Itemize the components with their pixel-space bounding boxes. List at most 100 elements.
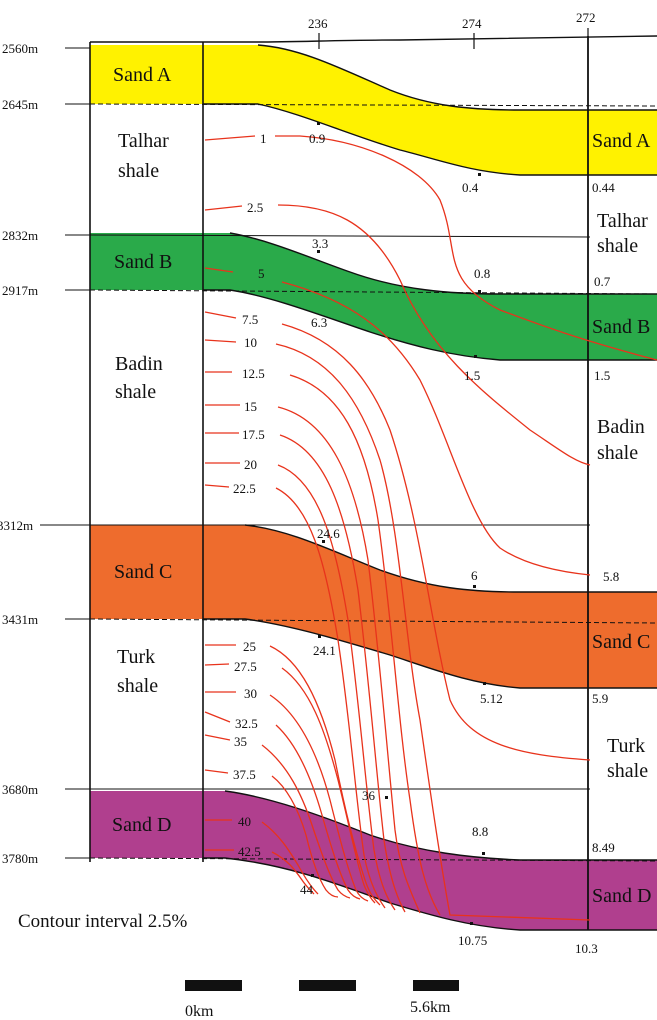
- contour-17-5: [205, 432, 406, 913]
- contour-label-1: 1: [260, 131, 267, 146]
- unit-label-turk-left-2: shale: [117, 675, 158, 697]
- horizon-top-curve: [256, 35, 657, 43]
- horizon-lines: [89, 35, 657, 931]
- contour-7-5: [204, 311, 591, 761]
- unit-label-badin-left-2: shale: [115, 381, 156, 403]
- value-272-3: 5.8: [603, 569, 619, 584]
- unit-label-turk-right-2: shale: [607, 760, 648, 782]
- scale-bar-start-label: 0km: [185, 1003, 214, 1020]
- unit-label-sand-b-left: Sand B: [114, 251, 172, 273]
- depth-label-3312: 3312m: [0, 518, 33, 533]
- well-272-values: 0.44 0.7 1.5 5.8 5.9 8.49 10.3: [575, 180, 619, 956]
- contour-label-30: 30: [244, 686, 257, 701]
- contour-label-2-5: 2.5: [247, 200, 263, 215]
- contour-1: [204, 135, 657, 361]
- contour-label-7-5: 7.5: [242, 312, 258, 327]
- contour-42-5: [205, 849, 315, 895]
- contour-lines: [204, 135, 657, 921]
- contour-label-17-5: 17.5: [242, 427, 265, 442]
- sand-a-base: [203, 103, 657, 176]
- unit-label-turk-right-1: Turk: [607, 735, 645, 757]
- unit-label-sand-d-left: Sand D: [112, 814, 171, 836]
- well-236-values: 0.9 3.3 6.3 24.6 24.1 36 44: [300, 131, 376, 897]
- contour-32-5: [204, 711, 361, 900]
- value-274-0: 0.4: [462, 180, 479, 195]
- depth-label-2917: 2917m: [2, 283, 38, 298]
- depth-labels: 2560m 2645m 2832m 2917m 3312m 3431m 3680…: [0, 41, 38, 866]
- depth-label-3780: 3780m: [2, 851, 38, 866]
- well-labels: 236 274 272: [308, 10, 596, 31]
- datum-3431: [89, 618, 657, 624]
- value-272-4: 5.9: [592, 691, 608, 706]
- contour-35: [204, 734, 351, 899]
- contour-20: [205, 462, 396, 911]
- contour-label-40: 40: [238, 814, 251, 829]
- value-236-5: 36: [362, 788, 376, 803]
- contour-40: [205, 819, 319, 895]
- contour-label-27-5: 27.5: [234, 659, 257, 674]
- contour-2-5: [204, 204, 591, 466]
- well-274-values: 0.4 0.8 1.5 6 5.12 8.8 10.75: [458, 180, 503, 948]
- unit-labels-right: Sand A Talhar shale Sand B Badin shale S…: [592, 130, 651, 907]
- value-236-1: 3.3: [312, 236, 328, 251]
- unit-label-sand-b-right: Sand B: [592, 316, 650, 338]
- sand-d-top: [224, 790, 657, 861]
- value-274-3: 6: [471, 568, 478, 583]
- scale-bar-segment-3: [413, 980, 459, 991]
- value-272-6: 10.3: [575, 941, 598, 956]
- contour-label-42-5: 42.5: [238, 844, 261, 859]
- depth-ticks: [40, 47, 90, 859]
- value-272-1: 0.7: [594, 274, 611, 289]
- contour-label-37-5: 37.5: [233, 767, 256, 782]
- value-274-6: 10.75: [458, 933, 487, 948]
- well-label-274: 274: [462, 16, 482, 31]
- value-236-2: 6.3: [311, 315, 327, 330]
- contour-10: [204, 339, 591, 921]
- datum-2917: [89, 289, 657, 295]
- contour-label-35: 35: [234, 734, 247, 749]
- depth-label-2560: 2560m: [2, 41, 38, 56]
- value-274-1: 0.8: [474, 266, 490, 281]
- horizon-2832: [89, 234, 591, 238]
- value-markers: [311, 122, 486, 925]
- contour-5: [204, 267, 591, 576]
- contour-label-12-5: 12.5: [242, 366, 265, 381]
- sand-d-base: [203, 857, 657, 931]
- sand-b-base: [203, 289, 657, 361]
- contour-30: [205, 691, 369, 902]
- contour-37-5: [204, 769, 339, 898]
- unit-label-badin-right-2: shale: [597, 442, 638, 464]
- unit-label-sand-c-right: Sand C: [592, 631, 650, 653]
- sand-a-body: [90, 45, 657, 175]
- value-236-4: 24.1: [313, 643, 336, 658]
- sand-c-base: [203, 618, 657, 689]
- contour-label-5: 5: [258, 266, 265, 281]
- value-272-2: 1.5: [594, 368, 610, 383]
- value-236-0: 0.9: [309, 131, 325, 146]
- contour-label-22-5: 22.5: [233, 481, 256, 496]
- value-236-6: 44: [300, 882, 314, 897]
- unit-label-talhar-right-1: Talhar: [597, 210, 648, 232]
- unit-label-badin-left-1: Badin: [115, 353, 163, 375]
- contour-label-10: 10: [244, 335, 257, 350]
- contour-label-20: 20: [244, 457, 257, 472]
- sand-c-top: [244, 524, 657, 593]
- unit-labels-left: Sand A Talhar shale Sand B Badin shale S…: [112, 64, 172, 836]
- well-lines: [89, 28, 589, 930]
- well-label-236: 236: [308, 16, 328, 31]
- depth-label-2832: 2832m: [2, 228, 38, 243]
- scale-bar-segment-2: [299, 980, 356, 991]
- contour-interval-note: Contour interval 2.5%: [18, 911, 188, 932]
- sand-d-body: [90, 791, 657, 930]
- unit-label-badin-right-1: Badin: [597, 416, 645, 438]
- dashed-datums: [89, 103, 657, 862]
- unit-label-talhar-right-2: shale: [597, 235, 638, 257]
- contour-12-5: [205, 371, 441, 916]
- unit-label-sand-a-left: Sand A: [113, 64, 172, 86]
- contour-15: [205, 404, 421, 914]
- scale-bar-segment-1: [185, 980, 242, 991]
- unit-label-turk-left-1: Turk: [117, 646, 155, 668]
- well-label-272: 272: [576, 10, 596, 25]
- depth-label-2645: 2645m: [2, 97, 38, 112]
- depth-label-3680: 3680m: [2, 782, 38, 797]
